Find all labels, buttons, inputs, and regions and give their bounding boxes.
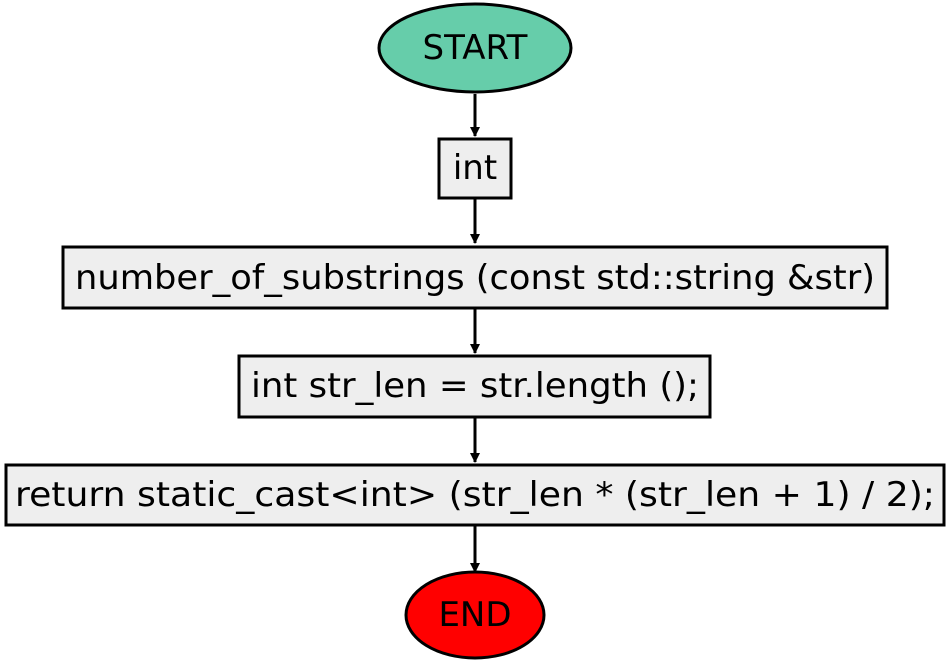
end-node: END xyxy=(404,570,546,660)
start-node: START xyxy=(377,2,573,94)
signature-box xyxy=(61,245,889,310)
assign-node: int str_len = str.length (); xyxy=(237,354,712,419)
assign-label: int str_len = str.length (); xyxy=(251,366,699,406)
return-type-label: int xyxy=(453,148,497,188)
end-label: END xyxy=(438,595,511,635)
end-ellipse xyxy=(404,570,546,660)
signature-label: number_of_substrings (const std::string … xyxy=(75,258,875,298)
return-type-node: int xyxy=(437,137,513,200)
assign-box xyxy=(237,354,712,419)
start-ellipse xyxy=(377,2,573,94)
return-type-box xyxy=(437,137,513,200)
start-label: START xyxy=(423,28,528,68)
return-stmt-label: return static_cast<int> (str_len * (str_… xyxy=(15,475,935,515)
signature-node: number_of_substrings (const std::string … xyxy=(61,245,889,310)
return-stmt-node: return static_cast<int> (str_len * (str_… xyxy=(4,463,946,527)
return-stmt-box xyxy=(4,463,946,527)
